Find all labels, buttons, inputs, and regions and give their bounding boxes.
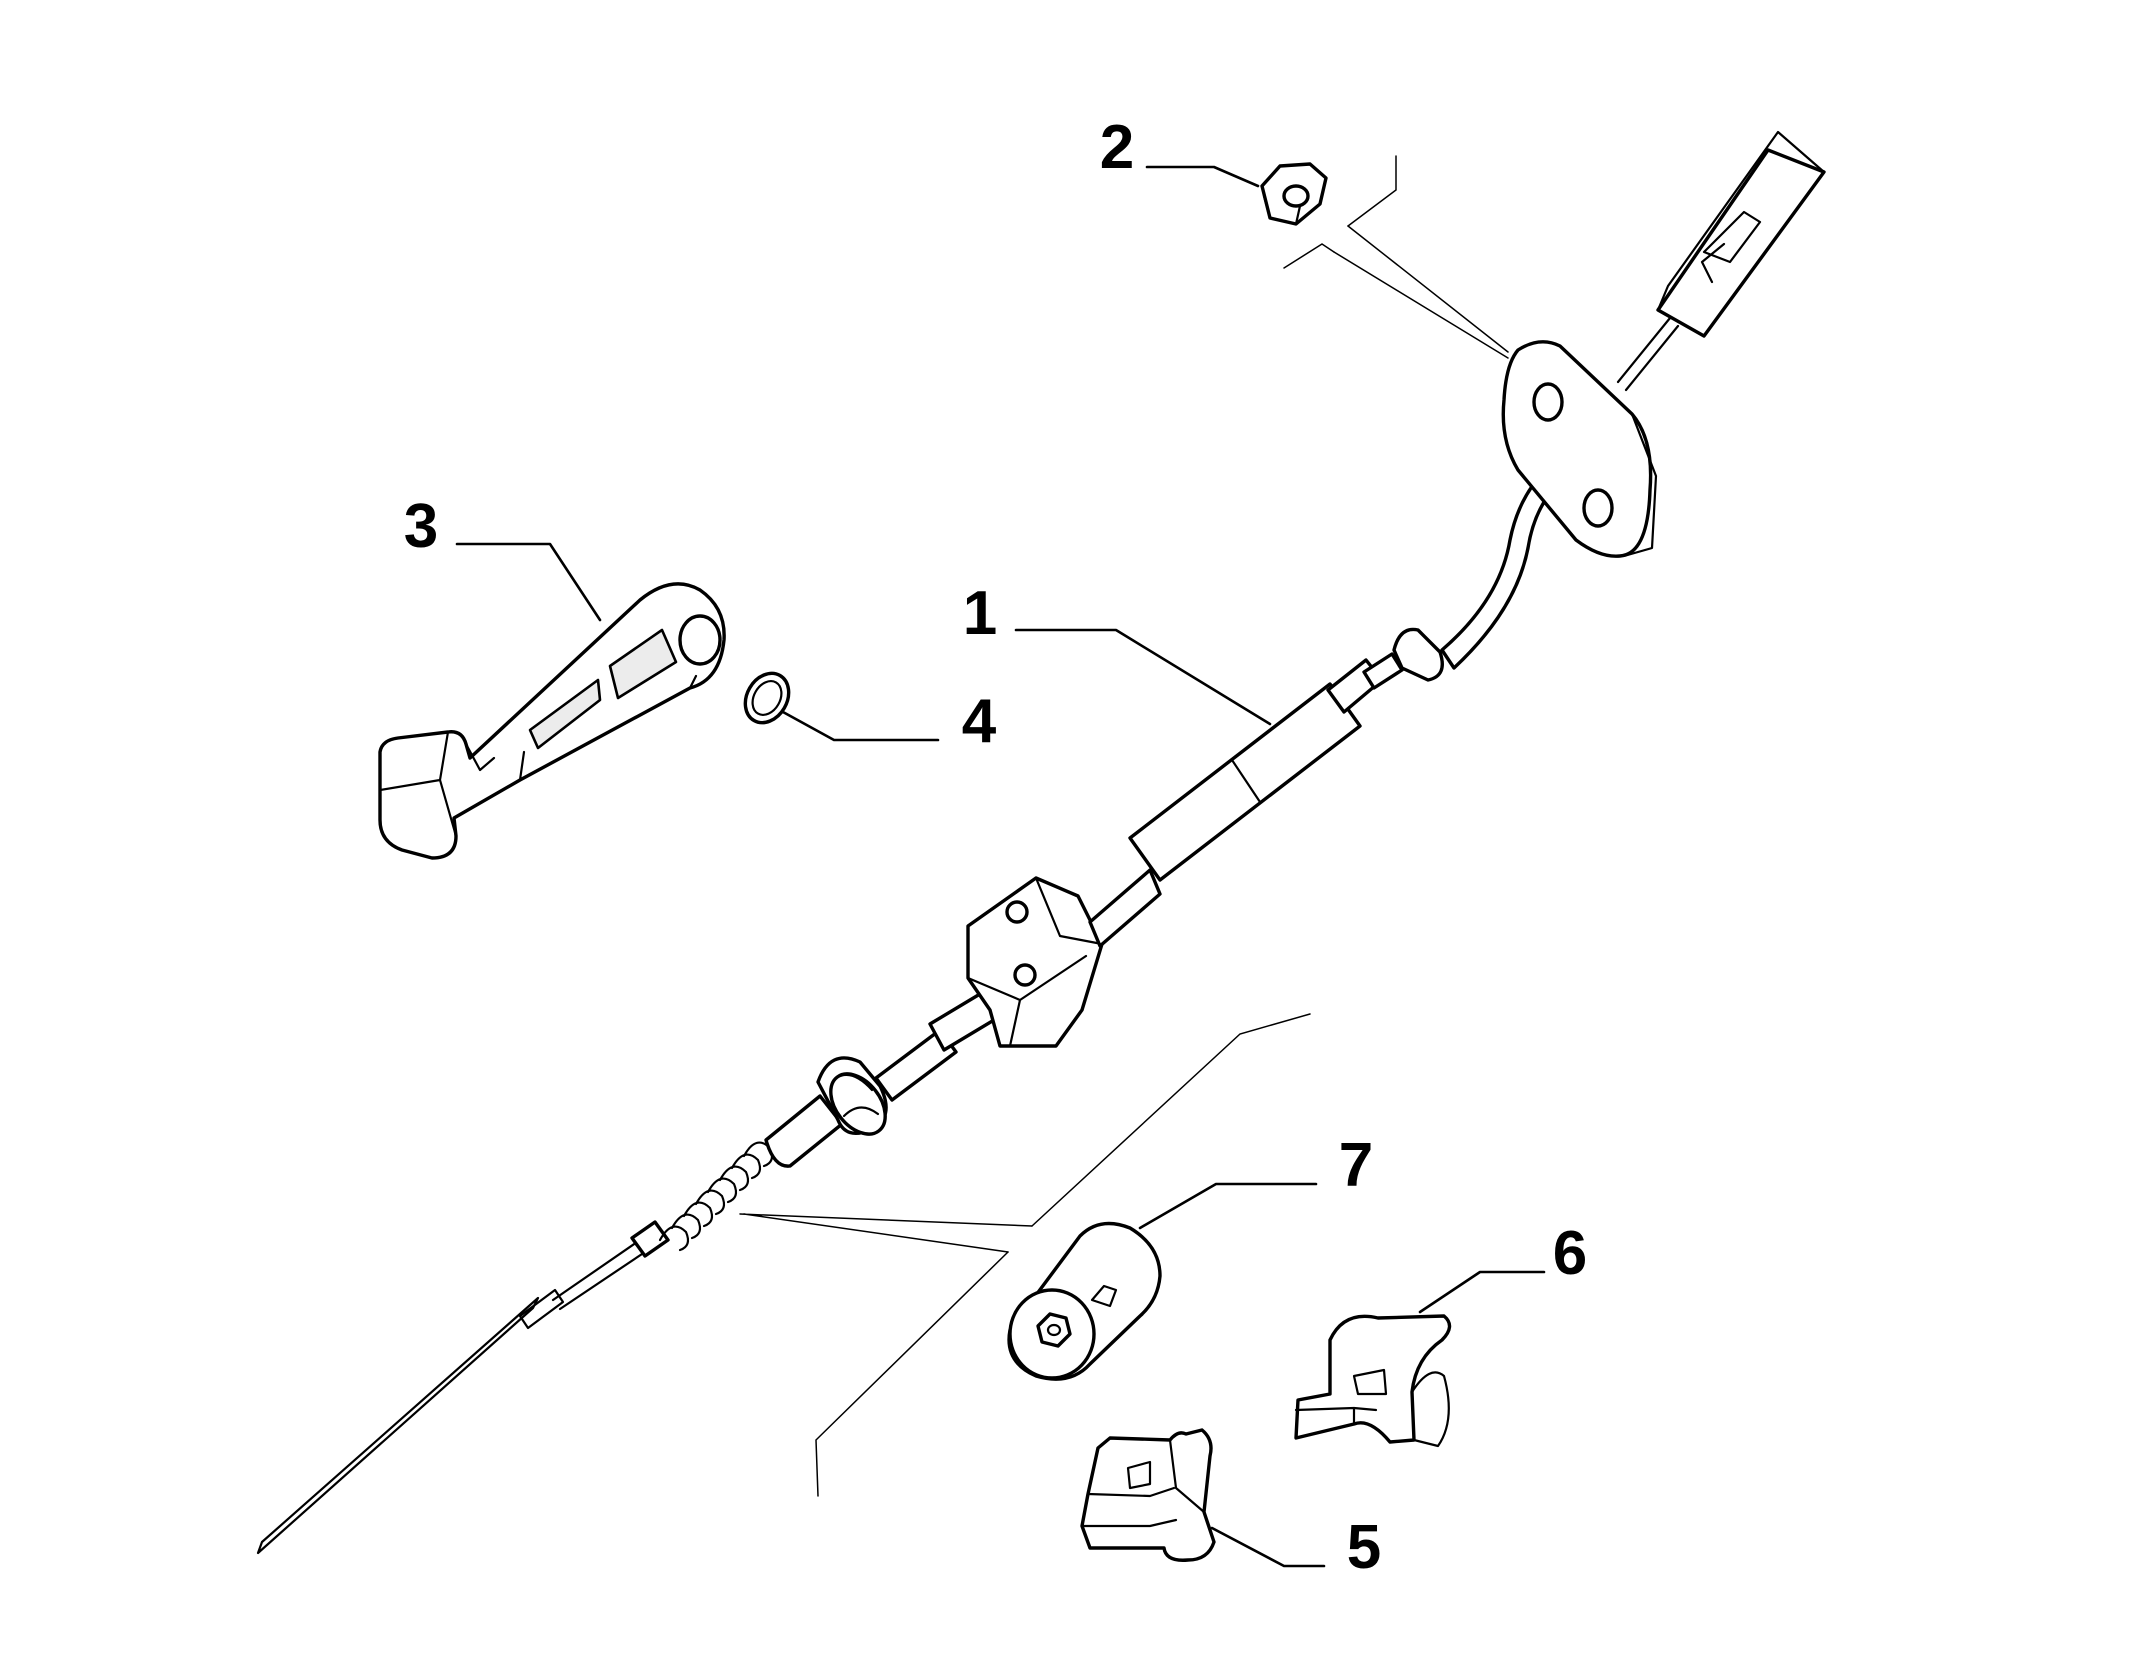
- assembly-line-bushing: [739, 1213, 1033, 1253]
- upper-ferrule: [1392, 627, 1444, 682]
- leader-2: [1145, 165, 1260, 188]
- callout-1: 1: [963, 579, 997, 648]
- part-5-clip: [1080, 1428, 1216, 1562]
- part-4-o-ring: [743, 671, 791, 725]
- cable-sleeve: [1128, 682, 1362, 882]
- leader-5: [1210, 1526, 1326, 1568]
- clip-5-window: [1126, 1460, 1152, 1490]
- spring: [658, 1141, 774, 1252]
- assembly-line-nut: [1333, 225, 1509, 359]
- mounting-plate: [1501, 340, 1658, 558]
- threaded-stud: [764, 1094, 844, 1168]
- leader-6: [1418, 1270, 1546, 1314]
- callout-3: 3: [404, 492, 438, 561]
- bushing-slot: [1090, 1284, 1118, 1308]
- leader-1: [1014, 628, 1272, 726]
- rod-sleeve: [518, 1288, 565, 1330]
- leader-4: [781, 710, 940, 742]
- leader-7: [1138, 1182, 1318, 1230]
- part-3-lever: [378, 582, 726, 860]
- assembly-hint-nut: [1283, 155, 1397, 269]
- callout-4: 4: [962, 687, 997, 756]
- callout-2: 2: [1100, 113, 1134, 182]
- bracket-hole-upper: [1005, 900, 1029, 924]
- assembly-hint-bushing: [815, 1013, 1311, 1497]
- clip-window: [1352, 1368, 1388, 1396]
- lever-cutout-1: [528, 678, 602, 750]
- bushing-nut: [1036, 1312, 1072, 1348]
- wire-ferrule: [630, 1220, 670, 1258]
- plate-hole-upper: [1532, 382, 1564, 422]
- leader-3: [455, 542, 602, 622]
- leader-lines: [455, 155, 1546, 1568]
- callout-5: 5: [1347, 1513, 1381, 1582]
- mounting-bracket: [966, 876, 1104, 1048]
- o-ring-inner: [751, 680, 783, 716]
- callout-labels: 2 3 1 4 7 6 5: [404, 113, 1587, 1582]
- lever-pivot-hole: [678, 614, 722, 666]
- callout-6: 6: [1553, 1219, 1587, 1288]
- bracket-hole-lower: [1013, 963, 1037, 987]
- sleeve-seam: [1230, 758, 1262, 804]
- part-6-clip: [1294, 1314, 1452, 1448]
- conduit-upper: [1440, 472, 1558, 670]
- cable-end-fitting: [1656, 130, 1826, 338]
- upper-ferrule-neck: [1362, 652, 1404, 690]
- part-7-bushing: [1007, 1221, 1162, 1381]
- part-1-cable-assembly: [256, 130, 1826, 1555]
- lever-cutout-2: [608, 628, 678, 700]
- inner-wire: [551, 1238, 650, 1311]
- callout-7: 7: [1339, 1131, 1373, 1200]
- upper-wire: [1616, 316, 1680, 392]
- boot-tube: [874, 1028, 958, 1102]
- plate-hole-lower: [1582, 488, 1614, 528]
- rubber-boot: [816, 1056, 888, 1136]
- part-2-nut: [1260, 162, 1328, 226]
- cable-end-rod: [256, 1296, 540, 1555]
- conduit-middle: [1088, 868, 1162, 948]
